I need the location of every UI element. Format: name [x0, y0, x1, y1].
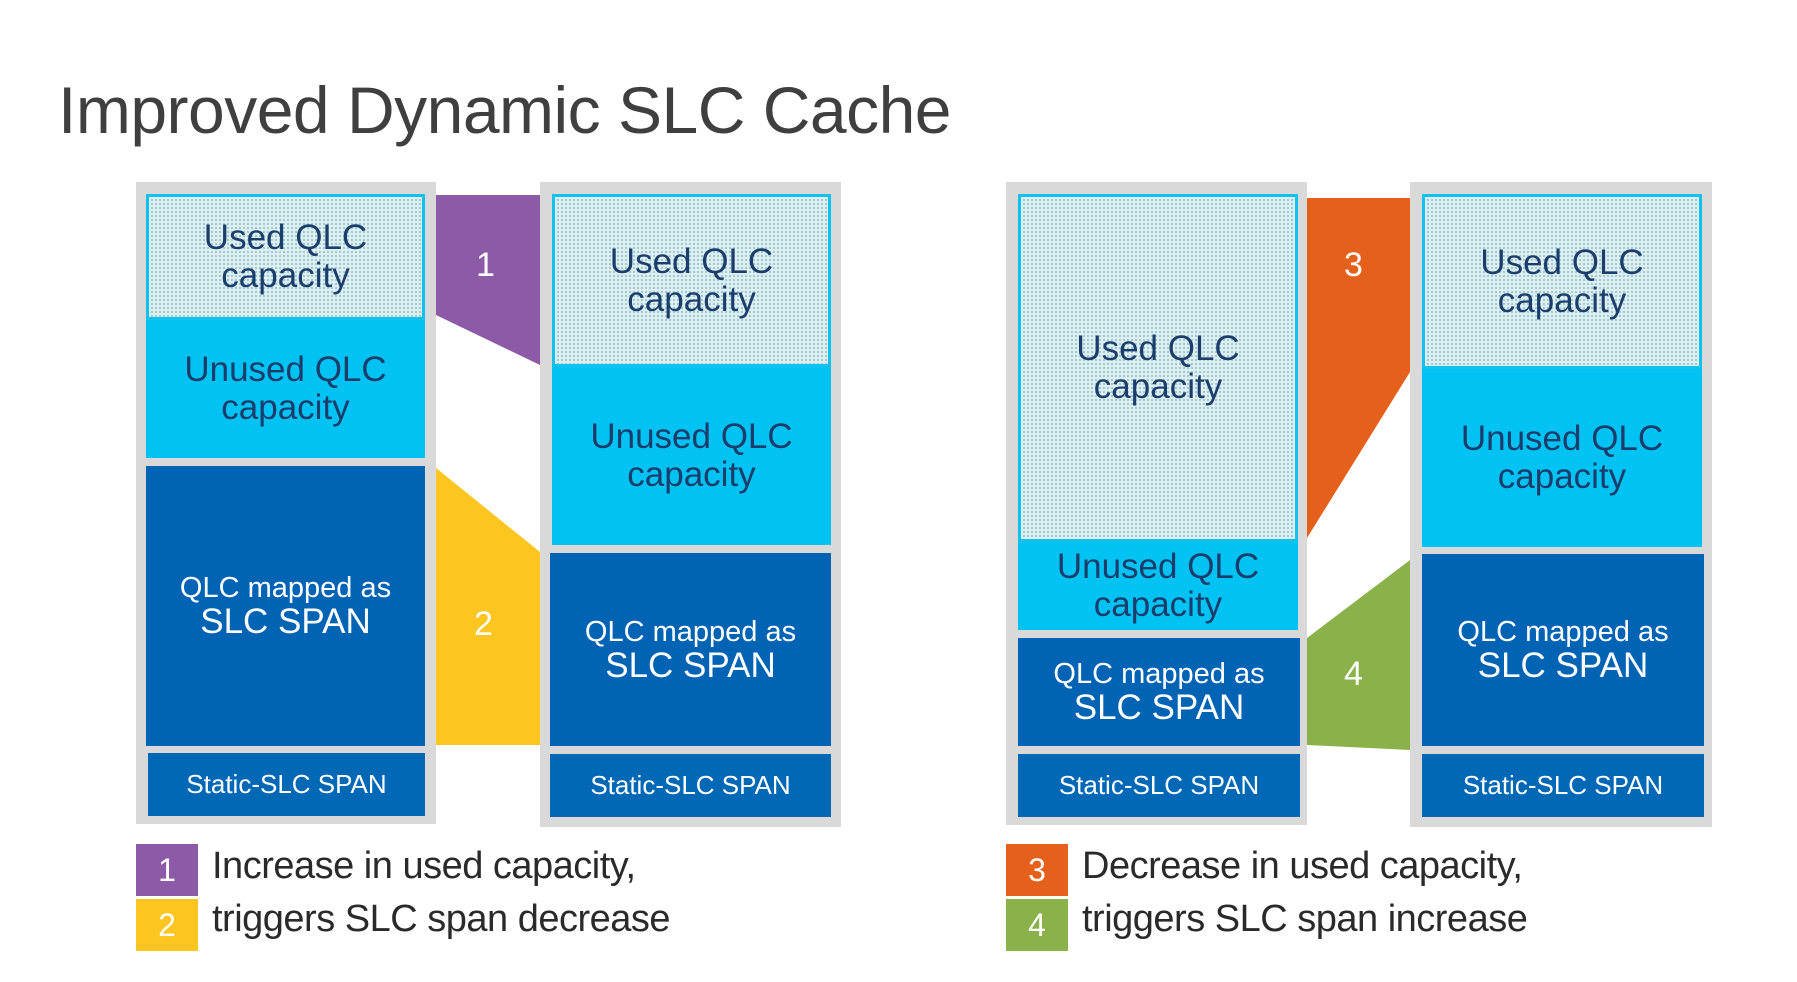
legend-2-swatch: 2	[136, 899, 198, 951]
legend-2-text: triggers SLC span decrease	[212, 898, 671, 940]
legend-1-text: Increase in used capacity,	[212, 845, 636, 887]
connector-2-label: 2	[474, 605, 493, 643]
connector-4-shape	[1307, 560, 1410, 750]
legend-4-swatch: 4	[1006, 899, 1068, 951]
page-title: Improved Dynamic SLC Cache	[58, 73, 952, 147]
connector-3-label: 3	[1344, 246, 1363, 284]
connector-2-shape	[436, 468, 540, 745]
static-slc-block: Static-SLC SPAN	[1422, 754, 1704, 817]
legend-3-swatch: 3	[1006, 844, 1068, 896]
legend-4-text: triggers SLC span increase	[1082, 898, 1528, 940]
static-slc-block: Static-SLC SPAN	[148, 753, 425, 816]
connector-1-shape	[436, 195, 540, 365]
legend-3-text: Decrease in used capacity,	[1082, 845, 1523, 887]
static-slc-block: Static-SLC SPAN	[1018, 754, 1300, 817]
legend-1-swatch: 1	[136, 844, 198, 896]
connector-1-label: 1	[476, 246, 495, 284]
connector-3-shape	[1307, 198, 1410, 538]
connector-4-label: 4	[1344, 655, 1363, 693]
static-slc-block: Static-SLC SPAN	[550, 754, 831, 817]
